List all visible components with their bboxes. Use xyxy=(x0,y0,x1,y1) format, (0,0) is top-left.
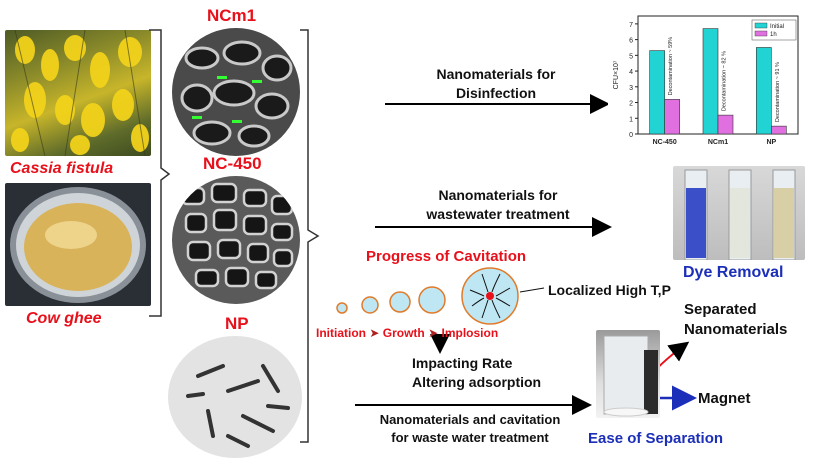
magnet-label: Magnet xyxy=(698,390,751,407)
initiation-stage: Initiation xyxy=(316,326,366,340)
bar-initial-np xyxy=(756,47,772,135)
cassia-fistula-photo xyxy=(5,30,151,156)
cavitation-stages: Initiation ➤ Growth ➤ Implosion xyxy=(316,326,498,340)
cavitation-bubbles xyxy=(336,267,545,325)
ease-of-separation-label: Ease of Separation xyxy=(588,430,724,447)
disinfection-caption: Nanomaterials for Disinfection xyxy=(416,65,576,103)
cavitation-line1: Nanomaterials and cavitation xyxy=(379,412,561,427)
legend-swatch xyxy=(754,30,768,37)
beaker-magnet-graphic xyxy=(603,335,658,417)
legend-swatch xyxy=(754,22,768,29)
honeycomb-graphic xyxy=(180,182,294,290)
separated-line1: Separated xyxy=(684,301,757,318)
y-tick-label: 2 xyxy=(629,101,633,108)
y-tick-label: 3 xyxy=(629,85,633,92)
test-tubes-graphic xyxy=(684,169,796,260)
cavitation-caption: Nanomaterials and cavitation for waste w… xyxy=(350,411,590,447)
cow-ghee-label: Cow ghee xyxy=(26,310,102,327)
decontamination-annotation: Decontamination ~ 59% xyxy=(668,37,674,96)
separated-line2: Nanomaterials xyxy=(684,321,788,338)
y-tick-label: 1 xyxy=(629,116,633,123)
nc450-sem-image xyxy=(172,176,300,304)
nc450-label: NC-450 xyxy=(203,154,262,173)
stage-arrow-2: ➤ xyxy=(428,326,439,340)
growth-stage: Growth xyxy=(382,326,425,340)
cavitation-effects: Impacting Rate Altering adsorption xyxy=(412,354,541,392)
dye-removal-photo xyxy=(673,166,805,260)
nanorods-graphic xyxy=(186,364,290,448)
cow-ghee-photo xyxy=(5,183,151,306)
impacting-rate: Impacting Rate xyxy=(412,355,513,371)
cavitation-title: Progress of Cavitation xyxy=(366,248,527,265)
magnetic-separation-photo xyxy=(596,330,660,418)
x-category-label: NCm1 xyxy=(708,139,728,146)
altering-adsorption: Altering adsorption xyxy=(412,374,542,390)
y-tick-label: 4 xyxy=(629,69,633,76)
np-label: NP xyxy=(225,314,249,333)
ncm1-sem-image xyxy=(172,28,300,156)
ghee-bowl-graphic xyxy=(10,187,146,303)
porous-network-graphic xyxy=(180,40,293,148)
bar-initial-ncm1 xyxy=(702,28,719,135)
separated-nanomaterials-label: Separated Nanomaterials xyxy=(684,300,787,340)
bar-1h-ncm1 xyxy=(717,114,734,135)
wastewater-line2: wastewater treatment xyxy=(426,206,570,222)
right-brace xyxy=(300,29,320,443)
y-axis-label: CFU×10⁷ xyxy=(613,60,620,89)
ncm1-label: NCm1 xyxy=(207,6,257,25)
dye-removal-label: Dye Removal xyxy=(683,264,784,281)
localized-label: Localized High T,P xyxy=(548,282,671,298)
bar-1h-nc-450 xyxy=(664,99,680,135)
bar-initial-nc-450 xyxy=(649,50,665,135)
cavitation-line2: for waste water treatment xyxy=(391,430,549,445)
y-tick-label: 6 xyxy=(629,38,633,45)
bar-1h-np xyxy=(771,125,787,135)
legend-entry: Initial xyxy=(770,24,784,30)
disinfection-line2: Disinfection xyxy=(455,85,537,101)
legend-entry: 1h xyxy=(770,32,777,38)
left-brace xyxy=(149,29,171,317)
y-tick-label: 7 xyxy=(629,22,633,29)
x-category-label: NP xyxy=(766,139,776,146)
decontamination-annotation: Decontamination ~ 91 % xyxy=(775,62,781,122)
wastewater-line1: Nanomaterials for xyxy=(438,187,558,203)
disinfection-line1: Nanomaterials for xyxy=(436,66,556,82)
y-tick-label: 5 xyxy=(629,53,633,60)
np-tem-image xyxy=(168,336,302,458)
decontamination-annotation: Decontamination ~ 82 % xyxy=(722,51,728,111)
y-tick-label: 0 xyxy=(629,132,633,139)
implosion-stage: Implosion xyxy=(441,326,499,340)
x-category-label: NC-450 xyxy=(653,139,677,146)
cassia-fistula-label: Cassia fistula xyxy=(10,160,114,177)
flower-cluster-graphic xyxy=(11,30,149,156)
stage-arrow-1: ➤ xyxy=(369,326,380,340)
wastewater-caption: Nanomaterials for wastewater treatment xyxy=(408,186,588,224)
